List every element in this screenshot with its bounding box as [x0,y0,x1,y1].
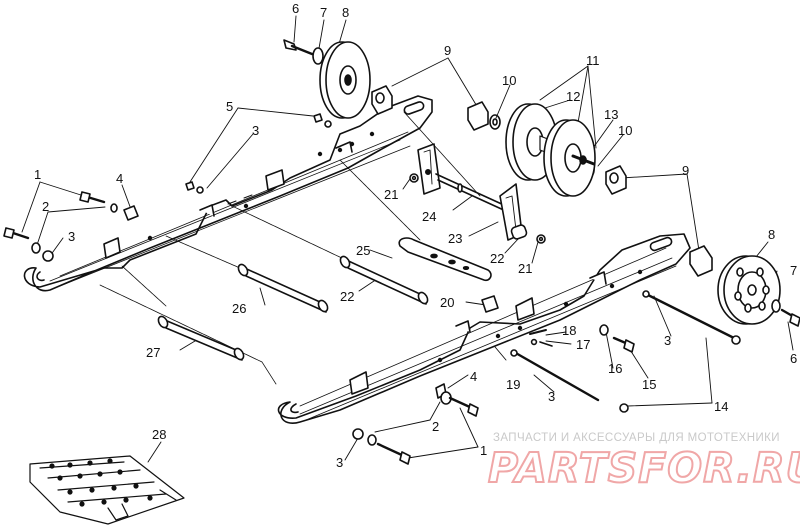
callout-25: 25 [356,243,371,258]
callout-20: 20 [440,295,455,310]
callout-4-bottom: 4 [470,369,478,384]
callout-22-right: 22 [490,251,505,266]
callout-13: 13 [604,107,619,122]
callout-3-top: 3 [252,123,260,138]
callout-26: 26 [232,301,247,316]
wheel-8-right [717,255,800,327]
callout-21-right: 21 [518,261,533,276]
callout-1-bottom: 1 [480,443,488,458]
callout-21-left: 21 [384,187,399,202]
callout-7-top: 7 [320,5,328,20]
callout-27: 27 [146,345,161,360]
callout-5: 5 [226,99,234,114]
wheel-assembly-11 [505,103,596,197]
callout-15: 15 [642,377,657,392]
watermark-logo: PARTSFOR.RU [487,443,800,493]
watermark-caption: ЗАПЧАСТИ И АКСЕССУАРЫ ДЛЯ МОТОТЕХНИКИ [493,432,780,444]
callout-22-left: 22 [340,289,355,304]
callout-7-right: 7 [790,263,798,278]
callout-6-right: 6 [790,351,798,366]
callout-14: 14 [714,399,729,414]
callout-2-bottom: 2 [432,419,440,434]
callout-10-top: 10 [502,73,517,88]
callout-1-left: 1 [34,167,42,182]
fasteners-bottom [352,290,741,465]
callout-17: 17 [576,337,591,352]
callout-6-top: 6 [292,1,300,16]
shaft-22 [339,255,429,305]
callout-10-right: 10 [618,123,633,138]
callout-11: 11 [586,53,600,68]
callout-8-right: 8 [768,227,776,242]
callout-2-left: 2 [42,199,50,214]
callout-9-right: 9 [682,163,690,178]
alignment-lines [99,111,481,385]
callout-9-top: 9 [444,43,452,58]
blocks-9 [371,85,713,277]
plate-25 [398,237,492,282]
torque-arm [409,143,546,244]
right-rail [277,233,691,424]
clip-28 [29,455,185,525]
callout-23: 23 [448,231,463,246]
callout-28: 28 [152,427,167,442]
callout-19: 19 [506,377,521,392]
shaft-26 [237,263,329,313]
shaft-27 [157,315,245,361]
wheel-8-top [283,39,371,119]
callout-24: 24 [422,209,437,224]
callout-3-left: 3 [68,229,76,244]
callout-12: 12 [566,89,581,104]
left-rail [23,95,433,292]
callout-4-left: 4 [116,171,124,186]
callout-16: 16 [608,361,623,376]
callout-3-center: 3 [548,389,556,404]
callout-18: 18 [562,323,577,338]
fasteners-left [3,113,332,262]
callout-3-right: 3 [664,333,672,348]
callout-8-top: 8 [342,5,350,20]
callout-3-bottom: 3 [336,455,344,470]
